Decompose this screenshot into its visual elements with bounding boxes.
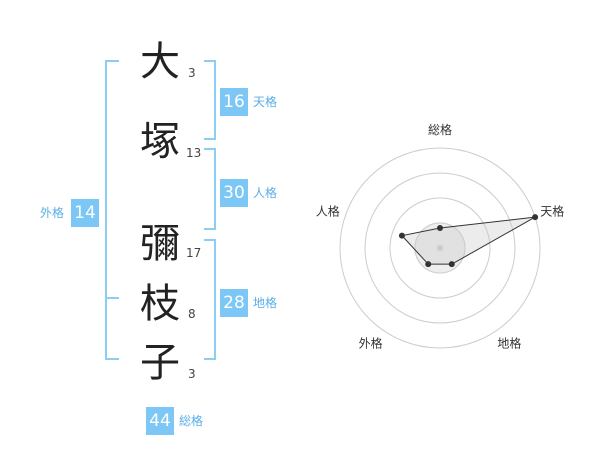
name-char-1: 大	[140, 39, 180, 85]
radar-axis-label-2: 天格	[540, 204, 564, 219]
name-char-3: 彌	[140, 221, 180, 267]
stroke-count-2: 13	[186, 146, 202, 160]
name-char-2: 塚	[140, 119, 180, 165]
jinkaku-badge: 30	[220, 179, 248, 207]
chikaku-bracket	[204, 239, 216, 360]
radar-axis-label-3: 地格	[497, 335, 521, 350]
name-char-4: 枝	[140, 281, 180, 327]
gaikaku-bracket-split	[105, 297, 119, 299]
radar-ring-4	[339, 147, 541, 349]
name-char-5: 子	[140, 340, 180, 386]
radar-point-4	[425, 261, 432, 268]
gaikaku-bracket	[105, 60, 119, 360]
radar-axis-label-5: 人格	[316, 204, 340, 219]
radar-center-dot	[437, 245, 443, 251]
stroke-count-3: 17	[186, 246, 202, 260]
tenkaku-label: 天格	[253, 95, 278, 109]
tenkaku-bracket	[204, 60, 216, 140]
gaikaku-label: 外格	[40, 206, 65, 220]
radar-axis-label-1: 総格	[428, 122, 452, 137]
radar-data-polygon	[400, 216, 536, 265]
jinkaku-bracket	[204, 148, 216, 230]
soukaku-badge: 44	[146, 407, 174, 435]
gaikaku-badge: 14	[71, 199, 99, 227]
jinkaku-label: 人格	[253, 186, 278, 200]
tenkaku-badge: 16	[220, 88, 248, 116]
chikaku-badge: 28	[220, 289, 248, 317]
stroke-count-5: 3	[188, 367, 196, 381]
radar-point-2	[532, 214, 539, 221]
radar-ring-2	[389, 197, 491, 299]
soukaku-label: 総格	[179, 414, 204, 428]
radar-point-5	[398, 232, 405, 239]
radar-point-1	[437, 225, 443, 231]
radar-ring-3	[364, 172, 516, 324]
radar-point-3	[448, 261, 455, 268]
stroke-count-1: 3	[188, 66, 196, 80]
radar-axis-label-4: 外格	[359, 335, 383, 350]
stroke-count-4: 8	[188, 307, 196, 321]
chikaku-label: 地格	[253, 296, 278, 310]
